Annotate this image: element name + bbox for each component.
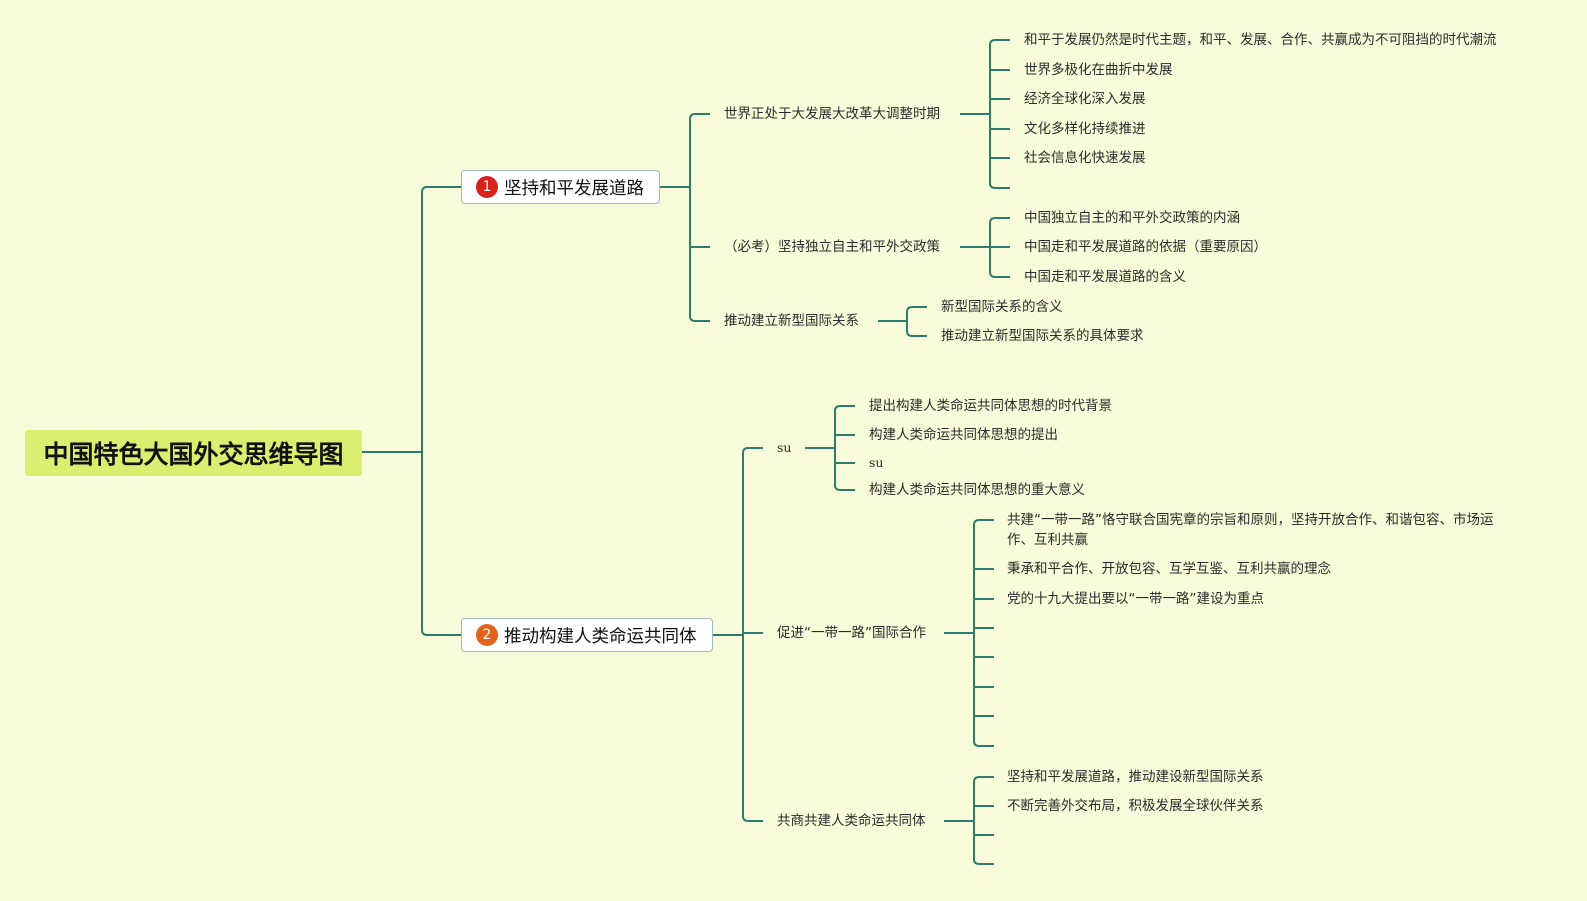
leaf-topic[interactable]: 坚持和平发展道路，推动建设新型国际关系 <box>1007 769 1264 785</box>
leaf-topic[interactable]: 党的十九大提出要以“一带一路”建设为重点 <box>1007 591 1264 607</box>
subtopic-shared-future[interactable]: 共商共建人类命运共同体 <box>777 813 926 829</box>
subtopic-independent-policy[interactable]: （必考）坚持独立自主和平外交政策 <box>724 239 940 255</box>
connector-line <box>362 186 461 636</box>
leaf-topic[interactable]: 经济全球化深入发展 <box>1024 91 1146 107</box>
root-topic[interactable]: 中国特色大国外交思维导图 <box>25 430 362 476</box>
leaf-topic[interactable]: 构建人类命运共同体思想的重大意义 <box>869 482 1085 498</box>
connector-line <box>960 39 1010 189</box>
leaf-topic[interactable]: 和平于发展仍然是时代主题，和平、发展、合作、共赢成为不可阻挡的时代潮流 <box>1024 32 1497 48</box>
priority-2-icon: 2 <box>476 624 498 646</box>
subtopic-world-period[interactable]: 世界正处于大发展大改革大调整时期 <box>724 106 940 122</box>
leaf-topic[interactable]: 世界多极化在曲折中发展 <box>1024 62 1173 78</box>
leaf-topic[interactable]: 不断完善外交布局，积极发展全球伙伴关系 <box>1007 798 1264 814</box>
leaf-topic[interactable]: 共建“一带一路”恪守联合国宪章的宗旨和原则，坚持开放合作、和谐包容、市场运作、互… <box>1007 512 1494 548</box>
connector-line <box>805 405 855 491</box>
leaf-topic[interactable]: 提出构建人类命运共同体思想的时代背景 <box>869 398 1112 414</box>
branch-1-topic[interactable]: 1 坚持和平发展道路 <box>461 170 660 204</box>
priority-1-icon: 1 <box>476 176 498 198</box>
leaf-topic[interactable]: su <box>869 455 884 470</box>
subtopic-belt-road[interactable]: 促进“一带一路”国际合作 <box>777 625 926 641</box>
leaf-topic[interactable]: 秉承和平合作、开放包容、互学互鉴、互利共赢的理念 <box>1007 561 1331 577</box>
leaf-topic[interactable]: 构建人类命运共同体思想的提出 <box>869 427 1058 443</box>
connector-line <box>878 306 927 337</box>
subtopic-su[interactable]: su <box>777 440 792 455</box>
connector-line <box>713 447 763 822</box>
leaf-topic[interactable]: 新型国际关系的含义 <box>941 299 1063 315</box>
connector-line <box>944 519 994 747</box>
branch-1-label: 坚持和平发展道路 <box>504 178 644 199</box>
leaf-topic[interactable]: 文化多样化持续推进 <box>1024 121 1146 137</box>
connector-line <box>660 113 710 322</box>
leaf-topic[interactable]: 中国走和平发展道路的含义 <box>1024 269 1186 285</box>
leaf-topic[interactable]: 中国独立自主的和平外交政策的内涵 <box>1024 210 1240 226</box>
branch-2-label: 推动构建人类命运共同体 <box>504 626 697 647</box>
connector-line <box>960 217 1010 278</box>
leaf-topic[interactable]: 社会信息化快速发展 <box>1024 150 1146 166</box>
leaf-topic[interactable]: 推动建立新型国际关系的具体要求 <box>941 328 1144 344</box>
branch-2-topic[interactable]: 2 推动构建人类命运共同体 <box>461 618 713 652</box>
subtopic-new-relations[interactable]: 推动建立新型国际关系 <box>724 313 859 329</box>
leaf-topic[interactable]: 中国走和平发展道路的依据（重要原因） <box>1024 239 1267 255</box>
connector-line <box>944 776 994 865</box>
